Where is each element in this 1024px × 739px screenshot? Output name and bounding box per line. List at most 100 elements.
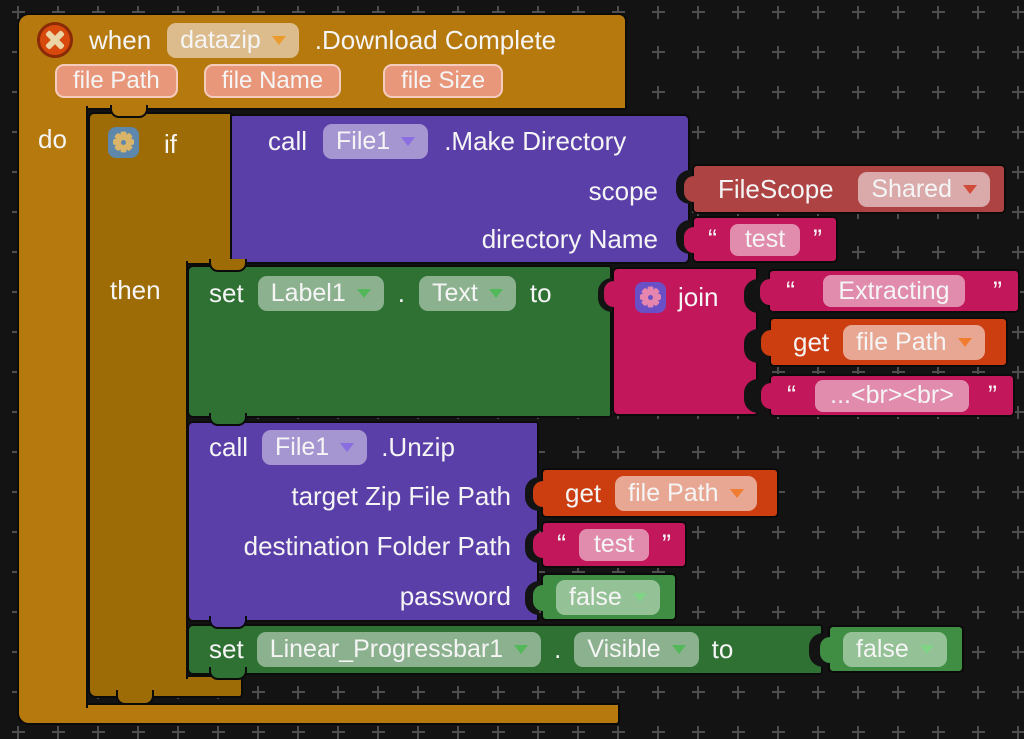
logic-false-block[interactable]: false	[533, 573, 677, 621]
triangle-down-icon	[957, 337, 972, 347]
param-chip-file-path[interactable]: file Path	[55, 64, 178, 98]
filescope-dropdown-shared[interactable]: Shared	[858, 171, 990, 207]
arg-label-scope: scope	[588, 175, 658, 206]
value-plug	[684, 227, 704, 253]
string-block-br[interactable]: “ ...<br><br> ”	[761, 374, 1015, 417]
dropdown-false[interactable]: false	[556, 579, 660, 615]
dropdown-value: Visible	[587, 635, 661, 663]
get-keyword: get	[565, 477, 602, 508]
param-chip-file-name[interactable]: file Name	[203, 64, 342, 98]
dropdown-value: Shared	[871, 174, 952, 203]
string-block-test[interactable]: “ test ”	[684, 216, 838, 263]
dropdown-value: Label1	[270, 278, 346, 307]
value-socket	[744, 329, 758, 363]
dropdown-value: Text	[432, 278, 478, 307]
call-unzip-block[interactable]: call File1 .Unzip target Zip File Path d…	[187, 421, 539, 622]
join-label: join	[678, 282, 719, 312]
dropdown-linear-progressbar1[interactable]: Linear_Progressbar1	[256, 632, 542, 667]
set-progressbar-visible-block[interactable]: set Linear_Progressbar1 . Visible to	[187, 624, 823, 675]
when-keyword: when	[89, 24, 152, 55]
join-block[interactable]: join	[604, 267, 758, 416]
triangle-down-icon	[632, 592, 647, 602]
get-file-path-block[interactable]: get file Path	[533, 468, 779, 518]
if-block-then-spine[interactable]: then	[88, 261, 188, 679]
call-keyword: call	[268, 125, 308, 156]
when-block-do-spine[interactable]: do	[17, 106, 88, 708]
set-label-text-block[interactable]: set Label1 . Text to	[187, 265, 612, 418]
filescope-label: FileScope	[718, 173, 834, 204]
dropdown-false[interactable]: false	[843, 631, 947, 667]
value-plug	[604, 281, 624, 307]
triangle-down-icon	[488, 288, 503, 298]
param-chip-file-size[interactable]: file Size	[383, 64, 504, 98]
if-label: if	[164, 129, 177, 159]
filescope-block[interactable]: FileScope Shared	[684, 164, 1006, 214]
triangle-down-icon	[340, 442, 355, 452]
value-plug	[533, 532, 553, 558]
dropdown-value: File1	[275, 432, 330, 461]
error-x-icon[interactable]	[29, 14, 81, 66]
triangle-down-icon	[271, 35, 286, 45]
if-block[interactable]: if	[88, 112, 232, 265]
get-keyword: get	[793, 326, 830, 357]
statement-connector	[209, 259, 247, 272]
triangle-down-icon	[671, 645, 686, 654]
gear-icon[interactable]	[635, 282, 666, 313]
arg-label-directory-name: directory Name	[481, 223, 658, 254]
triangle-down-icon	[919, 644, 934, 654]
get-file-path-block[interactable]: get file Path	[761, 317, 1008, 367]
gear-icon[interactable]	[108, 127, 139, 158]
string-field[interactable]: ...<br><br>	[815, 379, 969, 412]
dropdown-value: false	[856, 634, 909, 663]
call-make-directory-block[interactable]: call File1 .Make Directory scope directo…	[230, 114, 690, 264]
variable-dropdown-file-path[interactable]: file Path	[843, 324, 985, 360]
if-block-next-connector	[116, 690, 154, 705]
triangle-down-icon	[401, 136, 416, 146]
set-keyword: set	[209, 634, 244, 664]
dropdown-value: false	[569, 582, 622, 611]
arg-label-destination: destination Folder Path	[243, 531, 511, 561]
triangle-down-icon	[514, 645, 529, 654]
string-field[interactable]: test	[729, 223, 801, 256]
method-name: .Make Directory	[444, 125, 627, 156]
statement-connector	[209, 616, 247, 629]
component-dropdown-file1[interactable]: File1	[262, 429, 368, 465]
dropdown-label1[interactable]: Label1	[257, 275, 384, 311]
string-field[interactable]: test	[578, 528, 650, 561]
dropdown-value: File1	[336, 126, 391, 155]
when-download-complete-block[interactable]: when datazip .Download Complete file Pat…	[17, 13, 627, 110]
dropdown-value: datazip	[180, 25, 261, 54]
value-socket	[744, 379, 758, 413]
open-quote: “	[786, 275, 795, 306]
to-label: to	[711, 634, 734, 664]
event-name: .Download Complete	[314, 24, 557, 55]
component-dropdown-file1[interactable]: File1	[323, 123, 429, 159]
logic-false-block[interactable]: false	[820, 625, 964, 673]
value-plug	[533, 481, 553, 507]
variable-dropdown-file-path[interactable]: file Path	[615, 475, 757, 511]
triangle-down-icon	[729, 488, 744, 498]
to-label: to	[529, 277, 552, 308]
value-plug	[684, 176, 704, 202]
value-socket	[744, 279, 758, 313]
value-plug	[533, 585, 553, 611]
dropdown-text-property[interactable]: Text	[419, 275, 516, 311]
arg-label-password: password	[399, 580, 511, 611]
value-plug	[761, 383, 781, 409]
component-dropdown-datazip[interactable]: datazip	[167, 22, 299, 58]
close-quote: ”	[661, 529, 671, 559]
string-field[interactable]: Extracting	[823, 275, 965, 307]
string-block-extracting[interactable]: “ Extracting ”	[760, 269, 1020, 313]
value-plug	[760, 279, 780, 305]
open-quote: “	[708, 224, 717, 254]
close-quote: ”	[987, 380, 997, 410]
statement-connector	[209, 667, 247, 680]
when-block-bottom-bar[interactable]	[17, 703, 620, 725]
string-block-test[interactable]: “ test ”	[533, 521, 687, 568]
value-plug	[820, 637, 840, 663]
close-quote: ”	[812, 224, 822, 254]
arg-label-target-zip: target Zip File Path	[291, 480, 511, 511]
dot-separator: .	[397, 277, 405, 308]
dropdown-visible-property[interactable]: Visible	[574, 632, 699, 667]
